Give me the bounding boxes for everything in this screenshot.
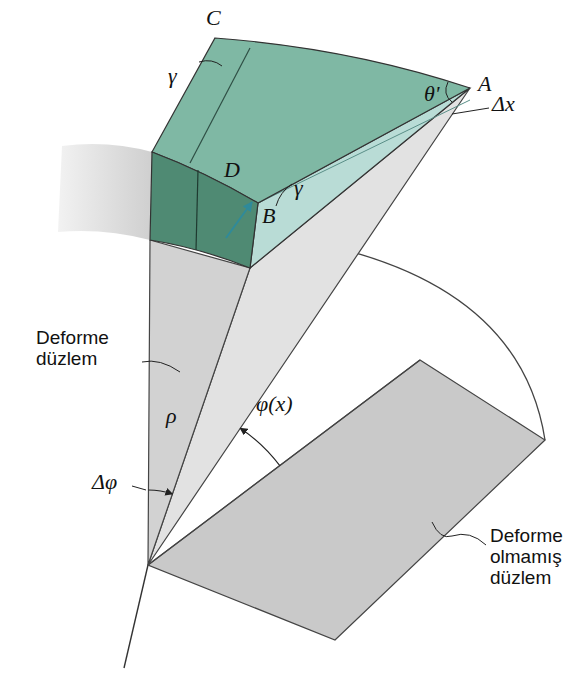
radius-label: ρ [166,404,177,428]
angle-label: θ' [424,82,440,106]
angle-label: γ [168,64,177,88]
plane-label: Deforme olmamış düzlem [490,526,570,589]
dimension-label: Δx [492,92,515,116]
plane-label: Deforme düzlem [36,328,140,370]
point-label: C [206,6,221,30]
point-label: B [262,204,275,228]
angle-label: Δφ [92,470,117,494]
angle-label: γ [294,176,303,200]
point-label: A [478,72,491,96]
point-label: D [224,158,240,182]
angle-label: φ(x) [256,392,293,416]
